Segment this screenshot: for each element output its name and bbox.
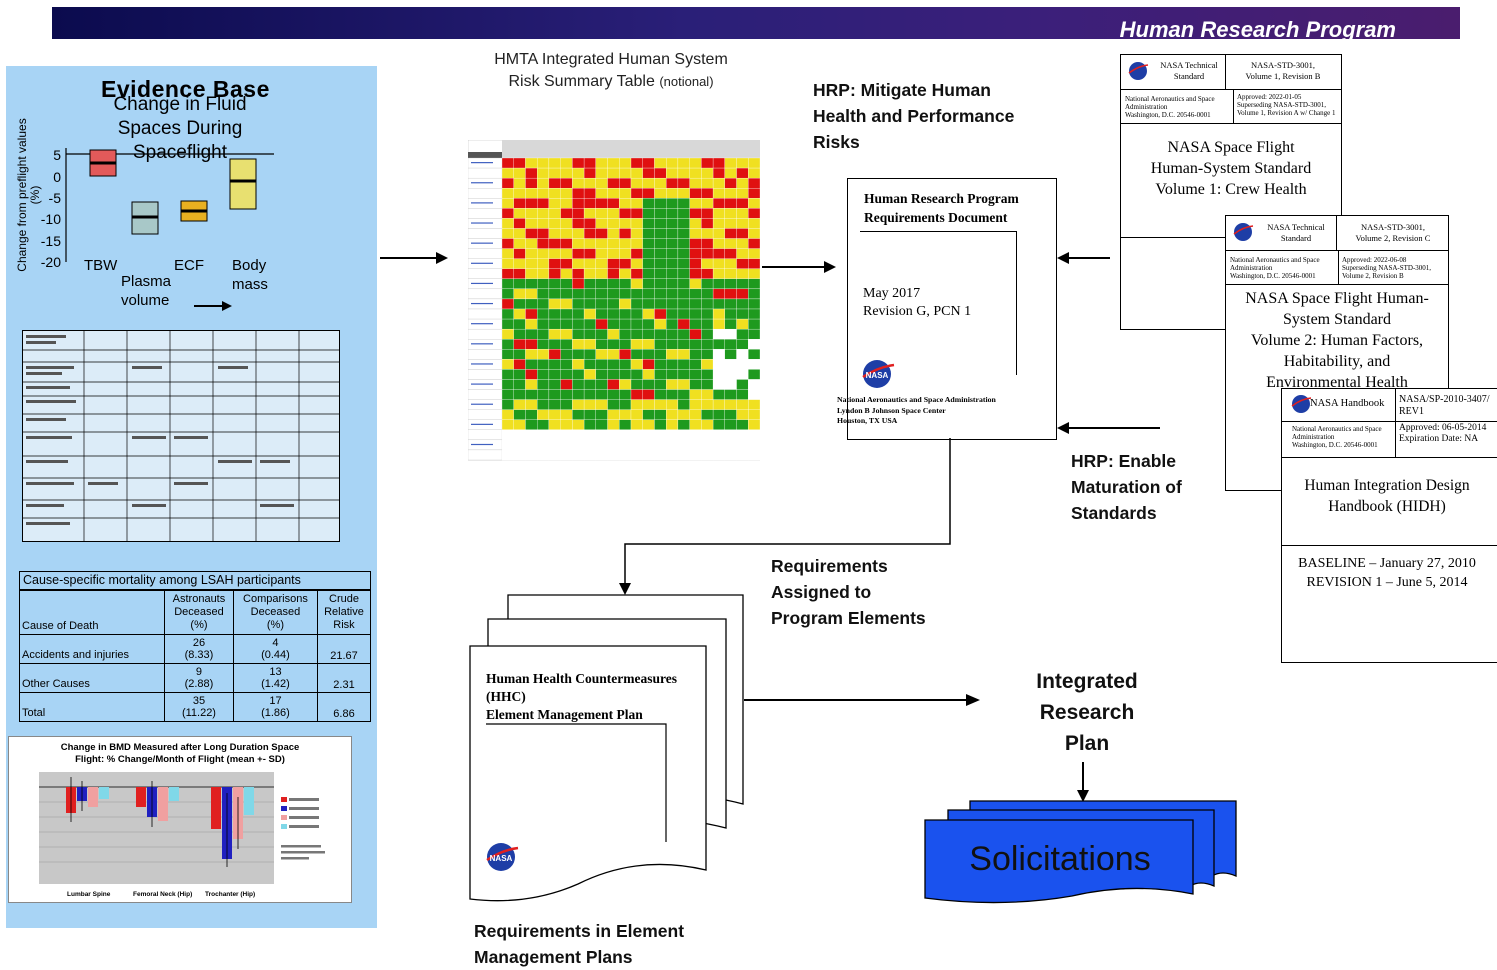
hrp-doc-revision: Revision G, PCN 1 <box>863 304 972 319</box>
y-tick-m15: -15 <box>41 233 61 249</box>
svg-text:NASA: NASA <box>490 854 513 863</box>
hrp-doc-org: National Aeronautics and Space Administr… <box>837 395 996 425</box>
bmd-chart-title: Change in BMD Measured after Long Durati… <box>60 742 300 765</box>
nasa-logo-icon <box>1128 62 1149 80</box>
nasa-logo-icon: NASA <box>486 843 519 871</box>
header-banner: Human Research Program <box>52 7 1460 42</box>
fluid-spaces-chart: Evidence Base Change in Fluid Spaces Dur… <box>6 66 377 316</box>
arrow-enable-to-hrp <box>1057 422 1160 434</box>
y-tick-m20: -20 <box>41 254 61 270</box>
hrp-doc-date: May 2017 <box>863 286 921 301</box>
evaluation-matrix-table <box>22 330 340 542</box>
program-title: Human Research Program <box>1119 17 1396 42</box>
y-tick-m10: -10 <box>41 211 61 227</box>
evidence-heading: Evidence Base <box>101 76 270 102</box>
bmd-group-femoral: Femoral Neck (Hip) <box>133 891 192 898</box>
bmd-group-lumbar: Lumbar Spine <box>67 891 111 898</box>
body-mass-box <box>229 158 257 210</box>
bmd-legend <box>281 797 325 860</box>
mortality-table: Cause-specific mortality among LSAH part… <box>19 571 372 722</box>
y-tick-m5: -5 <box>49 190 62 206</box>
mortality-table-title: Cause-specific mortality among LSAH part… <box>19 571 371 590</box>
nasa-logo-icon <box>1291 395 1312 413</box>
bmd-plot: Lumbar Spine Femoral Neck (Hip) Trochant… <box>39 772 325 898</box>
x-label-tbw: TBW <box>84 257 118 274</box>
hmta-title: HMTA Integrated Human System Risk Summar… <box>494 51 728 90</box>
y-tick-0: 0 <box>53 169 61 185</box>
arrow-irp-to-solicitations <box>1077 762 1089 802</box>
arrow-evidence-to-hmta <box>380 252 448 264</box>
table-row: Other Causes 9(2.88) 13(1.42) 2.31 <box>19 663 372 693</box>
arrow-emp-to-irp <box>744 694 980 706</box>
nasa-logo-icon <box>1233 223 1254 241</box>
col-cause-of-death: Cause of Death <box>19 590 165 635</box>
evidence-base-panel: Evidence Base Change in Fluid Spaces Dur… <box>6 66 377 928</box>
nasa-logo-icon: NASA <box>862 360 895 388</box>
x-label-body: Body <box>232 257 267 274</box>
x-label-ecf: ECF <box>174 257 204 274</box>
hidh-handbook: NASA Handbook NASA/SP-2010-3407/REV1 Nat… <box>1281 388 1497 663</box>
arrow-standards-to-hrp-1 <box>1057 252 1110 264</box>
x-label-mass: mass <box>232 276 268 293</box>
table-row: Accidents and injuries 26(8.33) 4(0.44) … <box>19 634 372 664</box>
element-management-plan-stack <box>469 594 744 902</box>
fluid-chart-title: Change in Fluid Spaces During Spacefligh… <box>113 94 247 163</box>
arrow-hmta-to-hrp <box>762 261 836 273</box>
solicitations-label: Solicitations <box>969 840 1151 878</box>
bmd-group-trochanter: Trochanter (Hip) <box>205 891 255 898</box>
arrow-hrp-to-emps <box>619 438 951 595</box>
svg-text:NASA: NASA <box>866 371 889 380</box>
solicitations-stack <box>924 800 1237 904</box>
bmd-chart: Change in BMD Measured after Long Durati… <box>8 736 352 903</box>
hmta-risk-matrix <box>468 140 760 461</box>
y-tick-5: 5 <box>53 147 61 163</box>
x-label-plasma: Plasma <box>121 273 172 290</box>
fluid-chart-plot: 5 0 -5 -10 -15 -20 TBW ECF Body Plasma m… <box>41 147 274 311</box>
x-label-volume: volume <box>121 292 169 309</box>
hhc-emp-title: Human Health Countermeasures(HHC) Elemen… <box>486 671 677 722</box>
table-row: Total 35(11.22) 17(1.86) 6.86 <box>19 692 372 722</box>
